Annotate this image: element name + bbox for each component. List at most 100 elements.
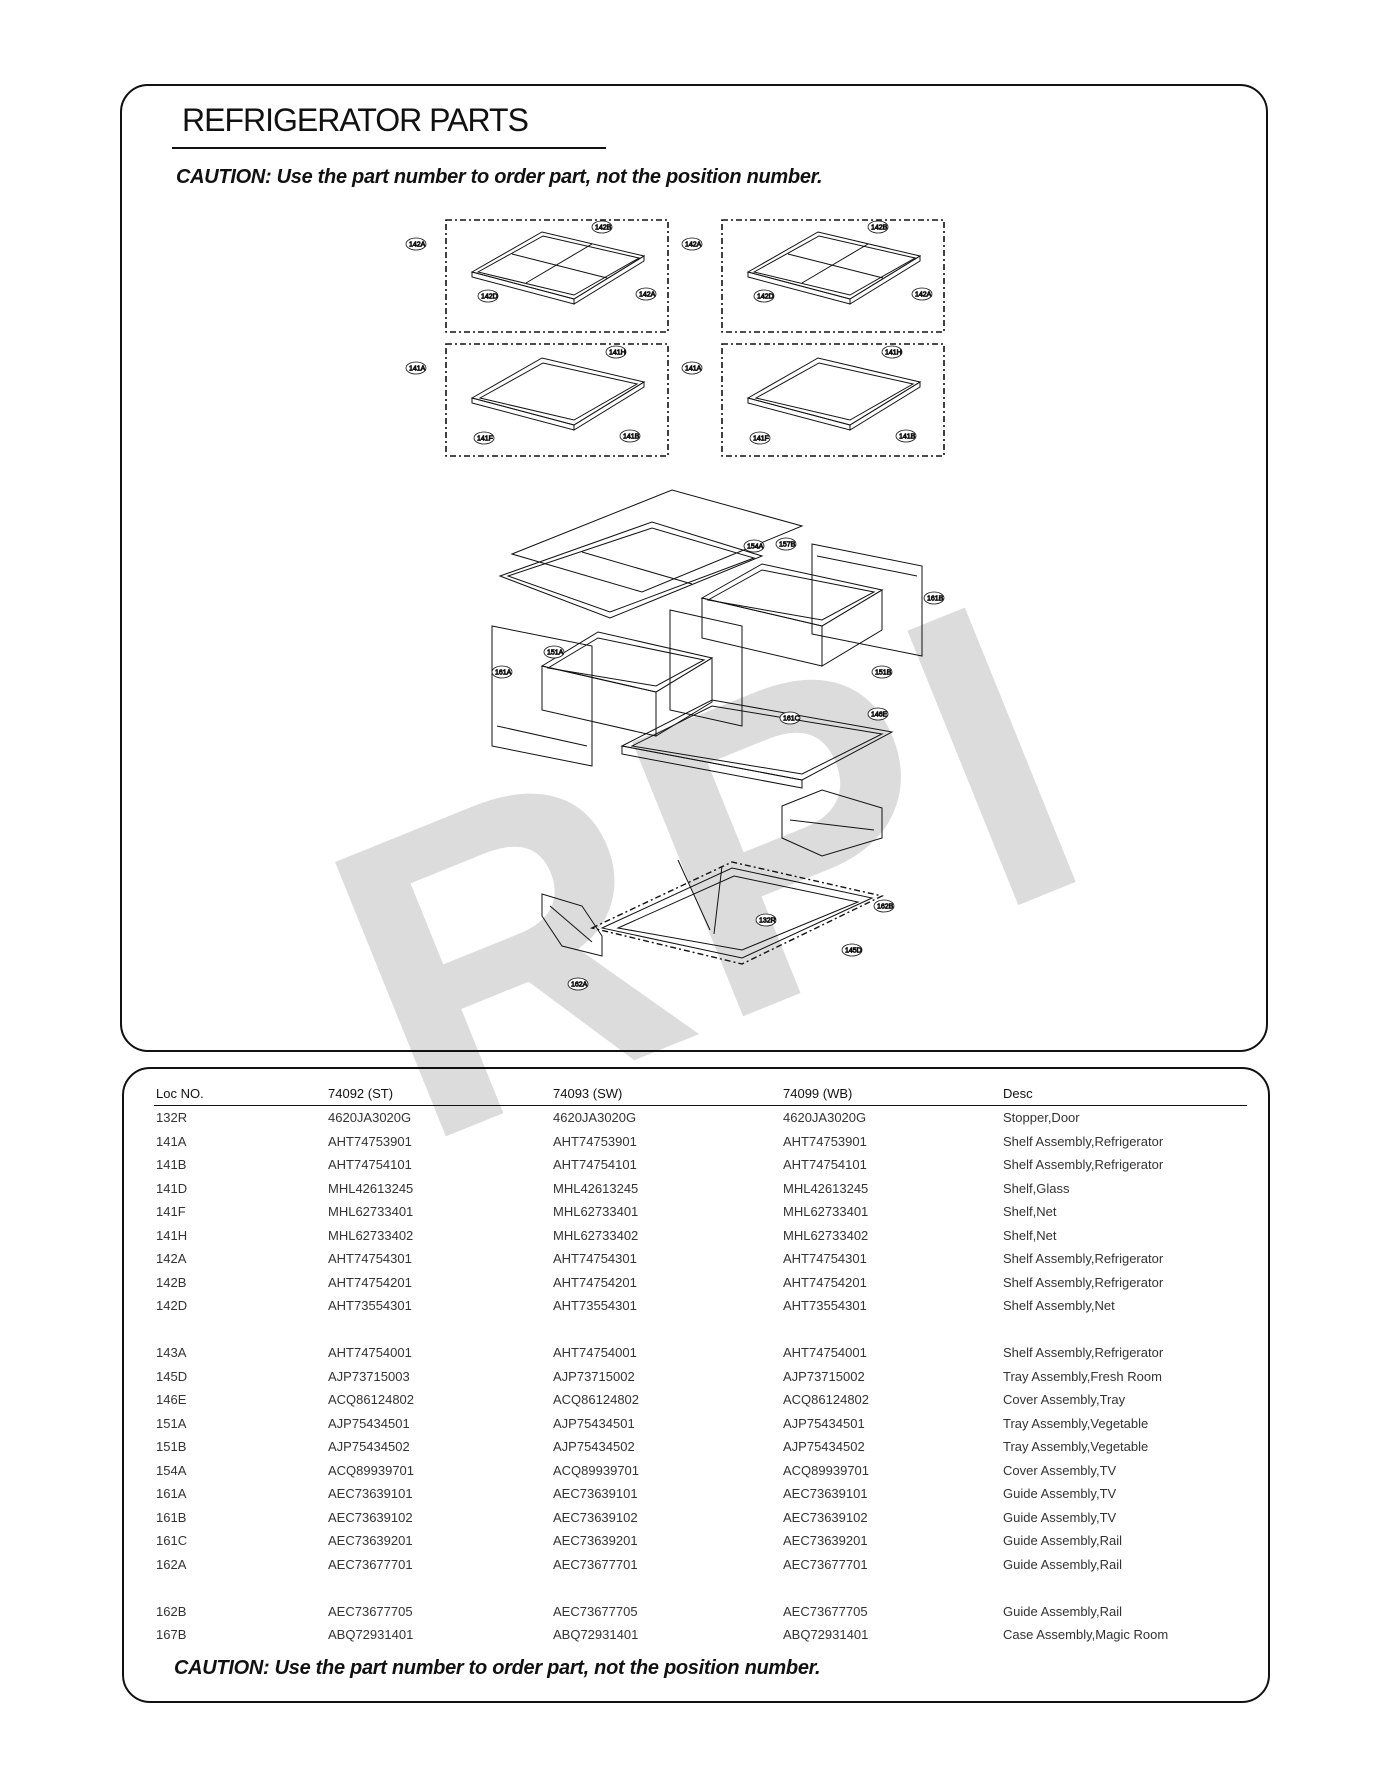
table-cell: Guide Assembly,TV	[1003, 1486, 1117, 1502]
table-cell	[1003, 1576, 1247, 1600]
table-cell: AHT74753901	[328, 1133, 412, 1149]
callout-145D: 145D	[841, 943, 863, 957]
svg-text:151A: 151A	[547, 650, 564, 657]
svg-text:141H: 141H	[609, 350, 626, 357]
table-cell: AJP75434502	[553, 1439, 635, 1455]
right-side-guide-panel	[811, 543, 923, 657]
table-cell: 161B	[156, 1509, 187, 1525]
table-cell: Tray Assembly,Vegetable	[1003, 1439, 1149, 1455]
right-crisper-tray	[700, 563, 884, 667]
table-cell: AHT73554301	[553, 1298, 637, 1314]
table-cell: Guide Assembly,Rail	[1003, 1556, 1122, 1572]
table-cell: AEC73677705	[328, 1603, 413, 1619]
table-cell: ACQ89939701	[783, 1462, 870, 1478]
callout-142D-2: 142D	[753, 289, 775, 303]
callout-132R: 132R	[755, 913, 777, 927]
left-guide-panel	[491, 625, 593, 767]
crisper-cover-frame	[498, 521, 764, 619]
table-cell: AEC73639201	[783, 1533, 868, 1549]
table-cell: 142D	[156, 1298, 188, 1314]
callout-141F-2: 141F	[749, 431, 771, 445]
shelf-142-right-drawing	[746, 231, 922, 305]
table-cell: 162A	[156, 1556, 187, 1572]
table-cell: AEC73677701	[783, 1556, 868, 1572]
table-cell: 161C	[156, 1533, 188, 1549]
table-cell: AHT74754301	[328, 1251, 412, 1267]
table-cell: Shelf Assembly,Refrigerator	[1003, 1251, 1164, 1267]
right-rail-guide	[781, 789, 883, 857]
callout-141F-1: 141F	[473, 431, 495, 445]
shelf-142-left-drawing	[470, 231, 646, 305]
table-cell: AHT74753901	[553, 1133, 637, 1149]
table-cell	[783, 1318, 1003, 1342]
left-rail-guide	[541, 893, 603, 957]
callout-161C: 161C	[779, 711, 801, 725]
callout-labels: 142A 142B 142D 142A 142A 142B 142D 142A …	[405, 220, 945, 991]
table-cell: Cover Assembly,Tray	[1003, 1392, 1126, 1408]
table-cell: AEC73639201	[328, 1533, 413, 1549]
table-cell: AHT74754301	[783, 1251, 867, 1267]
header-74093-sw: 74093 (SW)	[553, 1079, 783, 1106]
table-cell: 141H	[156, 1227, 188, 1243]
table-cell: ACQ89939701	[553, 1462, 640, 1478]
table-cell: Shelf,Net	[1003, 1227, 1057, 1243]
table-cell: 151B	[156, 1439, 187, 1455]
table-cell	[553, 1318, 783, 1342]
table-cell: MHL42613245	[553, 1180, 639, 1196]
table-cell: Shelf,Net	[1003, 1204, 1057, 1220]
table-cell: AJP73715002	[553, 1368, 635, 1384]
table-cell: MHL42613245	[783, 1180, 869, 1196]
header-74092-st: 74092 (ST)	[328, 1079, 553, 1106]
callout-141A-1: 141A	[405, 361, 427, 375]
title-underline	[172, 147, 606, 149]
table-cell: Shelf Assembly,Refrigerator	[1003, 1274, 1164, 1290]
table-cell: 151A	[156, 1415, 187, 1431]
table-cell: 143A	[156, 1345, 187, 1361]
table-cell: AHT74754201	[328, 1274, 412, 1290]
table-cell: MHL62733401	[328, 1204, 414, 1220]
table-cell: AJP75434502	[328, 1439, 410, 1455]
table-cell: AEC73639102	[328, 1509, 413, 1525]
table-cell: 141F	[156, 1204, 186, 1220]
table-cell: AJP73715003	[328, 1368, 410, 1384]
table-cell: AJP75434501	[553, 1415, 635, 1431]
table-cell: ACQ86124802	[553, 1392, 640, 1408]
svg-text:142B: 142B	[871, 225, 888, 232]
table-cell	[154, 1576, 328, 1600]
table-cell: MHL42613245	[328, 1180, 414, 1196]
caution-note-bottom: CAUTION: Use the part number to order pa…	[174, 1657, 821, 1679]
table-cell: AHT74754101	[328, 1157, 412, 1173]
callout-141B-2: 141B	[895, 429, 917, 443]
table-cell: 142A	[156, 1251, 187, 1267]
table-cell: 161A	[156, 1486, 187, 1502]
table-cell: 145D	[156, 1368, 188, 1384]
table-cell: AEC73639101	[783, 1486, 868, 1502]
callout-142D-1: 142D	[477, 289, 499, 303]
header-74099-wb: 74099 (WB)	[783, 1079, 1003, 1106]
table-row	[154, 1318, 1247, 1342]
table-cell: AJP75434501	[783, 1415, 865, 1431]
table-cell: 132R	[156, 1110, 188, 1126]
table-cell	[1003, 1318, 1247, 1342]
table-cell: AHT74754201	[553, 1274, 637, 1290]
table-cell: 142B	[156, 1274, 187, 1290]
table-cell	[154, 1318, 328, 1342]
table-cell: ABQ72931401	[328, 1627, 414, 1643]
table-cell: 4620JA3020G	[553, 1110, 637, 1126]
table-cell: AHT74754001	[553, 1345, 637, 1361]
svg-text:162A: 162A	[571, 982, 588, 989]
svg-text:142A: 142A	[409, 242, 426, 249]
callout-146E: 146E	[867, 707, 889, 721]
table-cell: 4620JA3020G	[783, 1110, 867, 1126]
callout-142B-1: 142B	[591, 220, 613, 234]
